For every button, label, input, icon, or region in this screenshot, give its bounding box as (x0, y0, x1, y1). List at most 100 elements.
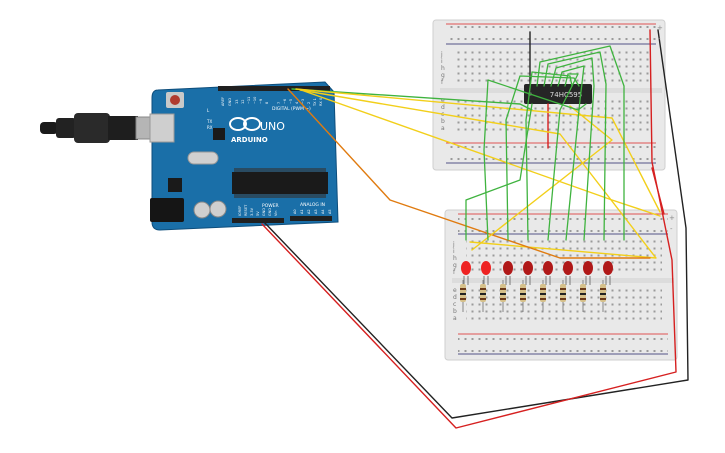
tx-label: TX (206, 119, 212, 124)
row-letter: a (453, 315, 457, 322)
resistor[interactable] (560, 280, 566, 312)
resistor[interactable] (480, 280, 486, 312)
row-letter: i (453, 248, 455, 255)
led[interactable] (503, 261, 513, 285)
row-letter: b (453, 308, 457, 315)
led[interactable] (523, 261, 533, 285)
row-letter: c (453, 301, 456, 308)
wire-green[interactable] (525, 71, 573, 241)
analog-pin-label: A4 (321, 209, 325, 214)
rail-top-1 (446, 26, 656, 32)
arduino-uno-board[interactable]: ARDUINO UNO L TX RX DIGITAL (PWM ~) AREF… (149, 81, 339, 231)
usb-socket (149, 113, 175, 143)
gnd-label: GND (228, 98, 232, 106)
l-label: L (207, 108, 210, 113)
analog-pin-label: A1 (300, 209, 304, 214)
reset-button[interactable] (166, 92, 184, 108)
wire-green[interactable] (536, 45, 625, 241)
wire-green[interactable] (543, 51, 607, 241)
gnd-label: GND (262, 208, 266, 216)
resistor[interactable] (540, 280, 546, 312)
terminal-strip-upper (454, 50, 650, 85)
pin-label: 4 (295, 101, 299, 104)
pin-label: 13 (235, 100, 239, 104)
rail-minus-label: - (658, 35, 661, 43)
resistor[interactable] (460, 280, 466, 312)
power-header[interactable] (232, 218, 284, 223)
wire-yellow[interactable] (295, 88, 661, 213)
wire-red[interactable] (651, 167, 665, 215)
rail-bottom-4 (458, 346, 668, 352)
rail-bottom-1 (458, 216, 668, 222)
resistor[interactable] (600, 280, 606, 312)
rx-label: RX (207, 125, 213, 130)
wire-green[interactable] (505, 75, 580, 241)
wire-red[interactable] (261, 29, 677, 429)
led[interactable] (603, 261, 613, 285)
led[interactable] (481, 261, 491, 285)
wire-green[interactable] (483, 79, 587, 241)
vin-label: Vin (274, 210, 278, 216)
row-letter: j (440, 51, 443, 58)
row-letter: g (441, 72, 445, 79)
resistor-array (460, 280, 606, 312)
pin-label: ~9 (259, 99, 263, 104)
led[interactable] (461, 261, 471, 285)
regulator (168, 178, 182, 192)
resistor[interactable] (520, 280, 526, 312)
digital-label: DIGITAL (PWM ~) (272, 106, 311, 112)
analog-header[interactable] (290, 216, 332, 221)
rail-plus-label: + (669, 214, 675, 222)
capacitor (209, 200, 227, 218)
pin-label: ~3 (301, 99, 305, 104)
rail-minus-label: - (670, 225, 673, 233)
pin-label: 2 (307, 102, 311, 104)
atmega-chip (232, 172, 328, 194)
analog-pin-label: A3 (314, 209, 318, 214)
rail-bottom-3 (458, 336, 668, 342)
resistor[interactable] (580, 280, 586, 312)
pin-label: ~6 (283, 99, 287, 104)
led[interactable] (543, 261, 553, 285)
row-letter: f (453, 269, 456, 276)
wire-green[interactable] (465, 103, 533, 241)
row-letter: a (441, 125, 445, 132)
led[interactable] (583, 261, 593, 285)
wire-yellow[interactable] (471, 105, 613, 251)
digital-header[interactable] (218, 86, 330, 91)
v33-label: 3.3V (250, 207, 254, 216)
wire-black[interactable] (263, 29, 689, 419)
row-letter: g (453, 262, 457, 269)
pin-label: 7 (277, 102, 281, 104)
row-letter: d (453, 294, 457, 301)
pin-label: TX 1 (313, 98, 317, 107)
rail-top-3 (446, 145, 656, 151)
pin-label: RX 0 (319, 98, 323, 106)
rail-plus-label: + (657, 24, 663, 32)
v5-label: 5V (256, 211, 260, 216)
logo-text: ARDUINO (231, 136, 268, 144)
row-letter: j (452, 241, 455, 248)
resistor[interactable] (500, 280, 506, 312)
digital-pin-labels: AREF GND 13 12 ~11 ~10 ~9 8 7 ~6 ~5 4 ~3… (221, 97, 323, 107)
row-letter: e (441, 97, 445, 104)
wire-green[interactable] (557, 65, 585, 241)
chip-label: 74HC595 (550, 91, 582, 99)
analog-label: ANALOG IN (300, 202, 325, 208)
power-jack (150, 198, 184, 222)
pin-label: ~11 (247, 97, 251, 104)
analog-pin-label: A0 (293, 209, 297, 214)
analog-pin-label: A2 (307, 209, 311, 214)
row-letter: e (453, 287, 457, 294)
crystal (187, 151, 219, 165)
pin-label: ~5 (289, 99, 293, 104)
wire-yellow[interactable] (299, 89, 657, 259)
wire-yellow[interactable] (303, 90, 661, 217)
wire-orange[interactable] (287, 88, 651, 259)
pin-label: 8 (265, 102, 269, 104)
ioref-label: IOREF (238, 206, 242, 216)
led[interactable] (563, 261, 573, 285)
arduino-logo: ARDUINO UNO (229, 117, 285, 144)
rail-bottom-2 (458, 226, 668, 232)
analog-pin-label: A5 (328, 209, 332, 214)
